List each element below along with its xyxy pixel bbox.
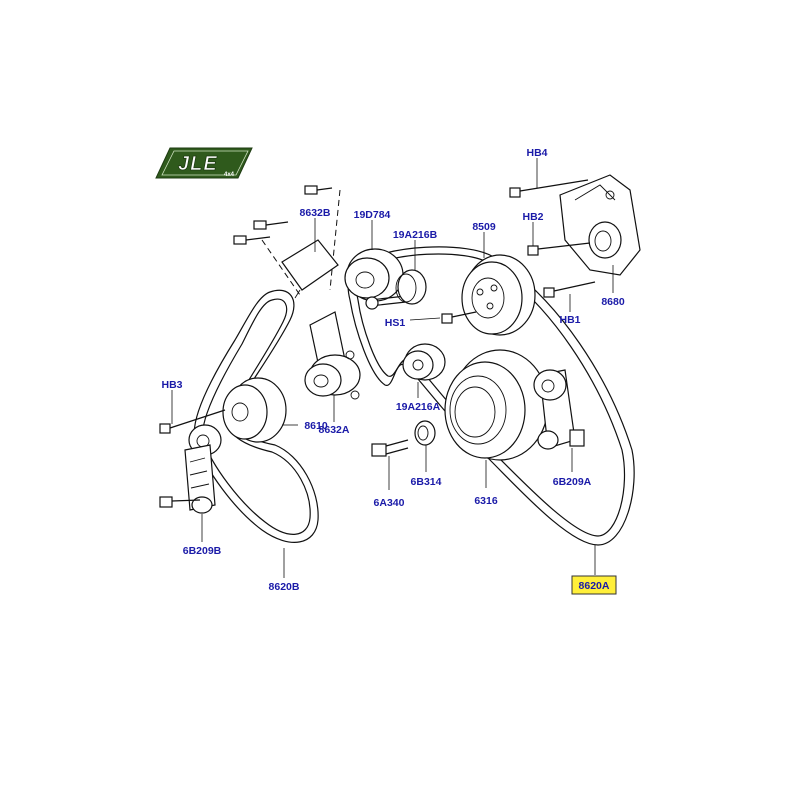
bolt-8632b-upper — [304, 185, 333, 195]
bolt-8632b-lower — [233, 235, 271, 245]
logo-subtext: 4x4 — [224, 172, 235, 178]
label-8509: 8509 — [472, 221, 496, 233]
label-6a340: 6A340 — [374, 497, 405, 509]
label-6b209b: 6B209B — [183, 545, 222, 557]
idler-pulley-19a216b — [395, 269, 427, 305]
bolt-hb1 — [543, 281, 596, 298]
leader-lines — [171, 158, 614, 578]
water-pump-pulley-8509 — [461, 254, 536, 336]
belt-tensioner-6b209b — [184, 424, 222, 514]
label-6b314: 6B314 — [411, 476, 442, 488]
logo-text: JLE — [178, 153, 218, 175]
bolt-hb4 — [509, 179, 589, 198]
jle-logo: JLE 4x4 — [155, 147, 253, 179]
bracket-8632a — [304, 311, 361, 400]
mounting-bracket-8680 — [559, 174, 641, 276]
label-8632b: 8632B — [300, 207, 331, 219]
washer-6b314 — [414, 420, 436, 446]
label-19a216a: 19A216A — [396, 401, 441, 413]
label-8680: 8680 — [601, 296, 625, 308]
bolt-hs1 — [441, 311, 477, 324]
label-8620a: 8620A — [579, 580, 610, 592]
label-hs1: HS1 — [385, 317, 406, 329]
label-8632a: 8632A — [319, 424, 350, 436]
crankshaft-pulley-6316 — [444, 349, 549, 461]
label-19a216b: 19A216B — [393, 229, 438, 241]
label-8620b: 8620B — [269, 581, 300, 593]
bolt-8632b-mid — [253, 220, 289, 230]
part-labels: HB4 HB2 8632B 19D784 19A216B 8509 8680 H… — [161, 147, 625, 595]
label-hb2: HB2 — [522, 211, 543, 223]
label-6b209a: 6B209A — [553, 476, 592, 488]
label-8610: 8610 — [304, 420, 328, 432]
pulley-8610 — [222, 377, 287, 443]
label-6316: 6316 — [474, 495, 498, 507]
label-19d784: 19D784 — [354, 209, 391, 221]
label-hb1: HB1 — [559, 314, 580, 326]
idler-pulley-19d784 — [344, 248, 416, 310]
bolt-hb3 — [159, 409, 226, 434]
belt-8620b — [193, 289, 319, 543]
bolt-6a340 — [371, 439, 409, 457]
label-hb3: HB3 — [161, 379, 182, 391]
belt-tensioner-6b209a — [533, 369, 585, 450]
highlight-8620a — [571, 575, 617, 595]
bolt-6b209b — [159, 496, 201, 508]
bracket-8632b — [233, 185, 341, 299]
label-hb4: HB4 — [526, 147, 547, 159]
idler-pulley-19a216a — [402, 343, 446, 381]
